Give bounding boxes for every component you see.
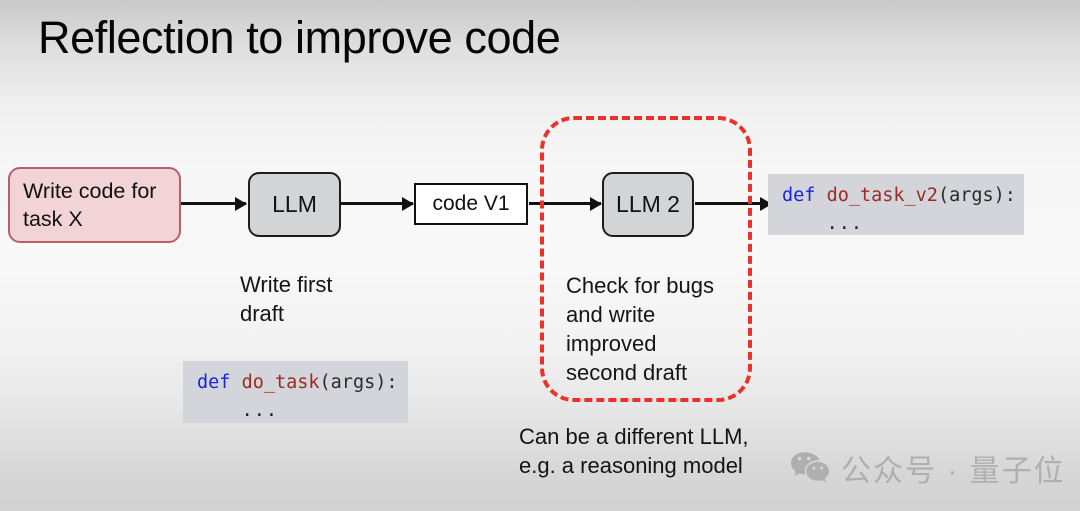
node-llm2[interactable]: LLM 2 xyxy=(602,172,694,237)
code-signature: (args): xyxy=(319,372,398,393)
code-block-first-draft: def do_task(args): ... xyxy=(183,361,408,423)
arrow-prompt-to-llm1 xyxy=(181,202,246,205)
watermark-text: 公众号 · 量子位 xyxy=(841,455,1066,488)
arrow-llm1-to-codev1 xyxy=(341,202,413,205)
node-code-v1-label: code V1 xyxy=(432,192,510,215)
watermark: 公众号 · 量子位 xyxy=(790,446,1066,490)
code-keyword: def xyxy=(197,372,231,393)
code-function-name: do_task xyxy=(241,372,320,393)
node-llm2-label: LLM 2 xyxy=(616,191,680,217)
node-llm1-label: LLM xyxy=(272,191,317,217)
caption-check-for-bugs: Check for bugs and write improved second… xyxy=(566,273,714,385)
code-signature: (args): xyxy=(937,185,1016,206)
page-title: Reflection to improve code xyxy=(38,12,561,63)
arrow-llm2-to-codev2 xyxy=(695,202,771,205)
code-keyword: def xyxy=(782,185,816,206)
code-body: ... xyxy=(241,400,278,421)
node-llm1[interactable]: LLM xyxy=(248,172,341,237)
wechat-icon xyxy=(790,451,830,485)
code-function-name: do_task_v2 xyxy=(826,185,938,206)
node-prompt-label: Write code for task X xyxy=(23,179,157,231)
arrow-codev1-to-llm2 xyxy=(529,202,601,205)
node-prompt[interactable]: Write code for task X xyxy=(8,167,181,243)
caption-write-first-draft: Write first draft xyxy=(240,272,333,326)
code-block-second-draft: def do_task_v2(args): ... xyxy=(768,174,1024,235)
node-code-v1[interactable]: code V1 xyxy=(414,183,528,225)
caption-different-llm-note: Can be a different LLM, e.g. a reasoning… xyxy=(519,424,749,478)
code-body: ... xyxy=(826,213,863,234)
